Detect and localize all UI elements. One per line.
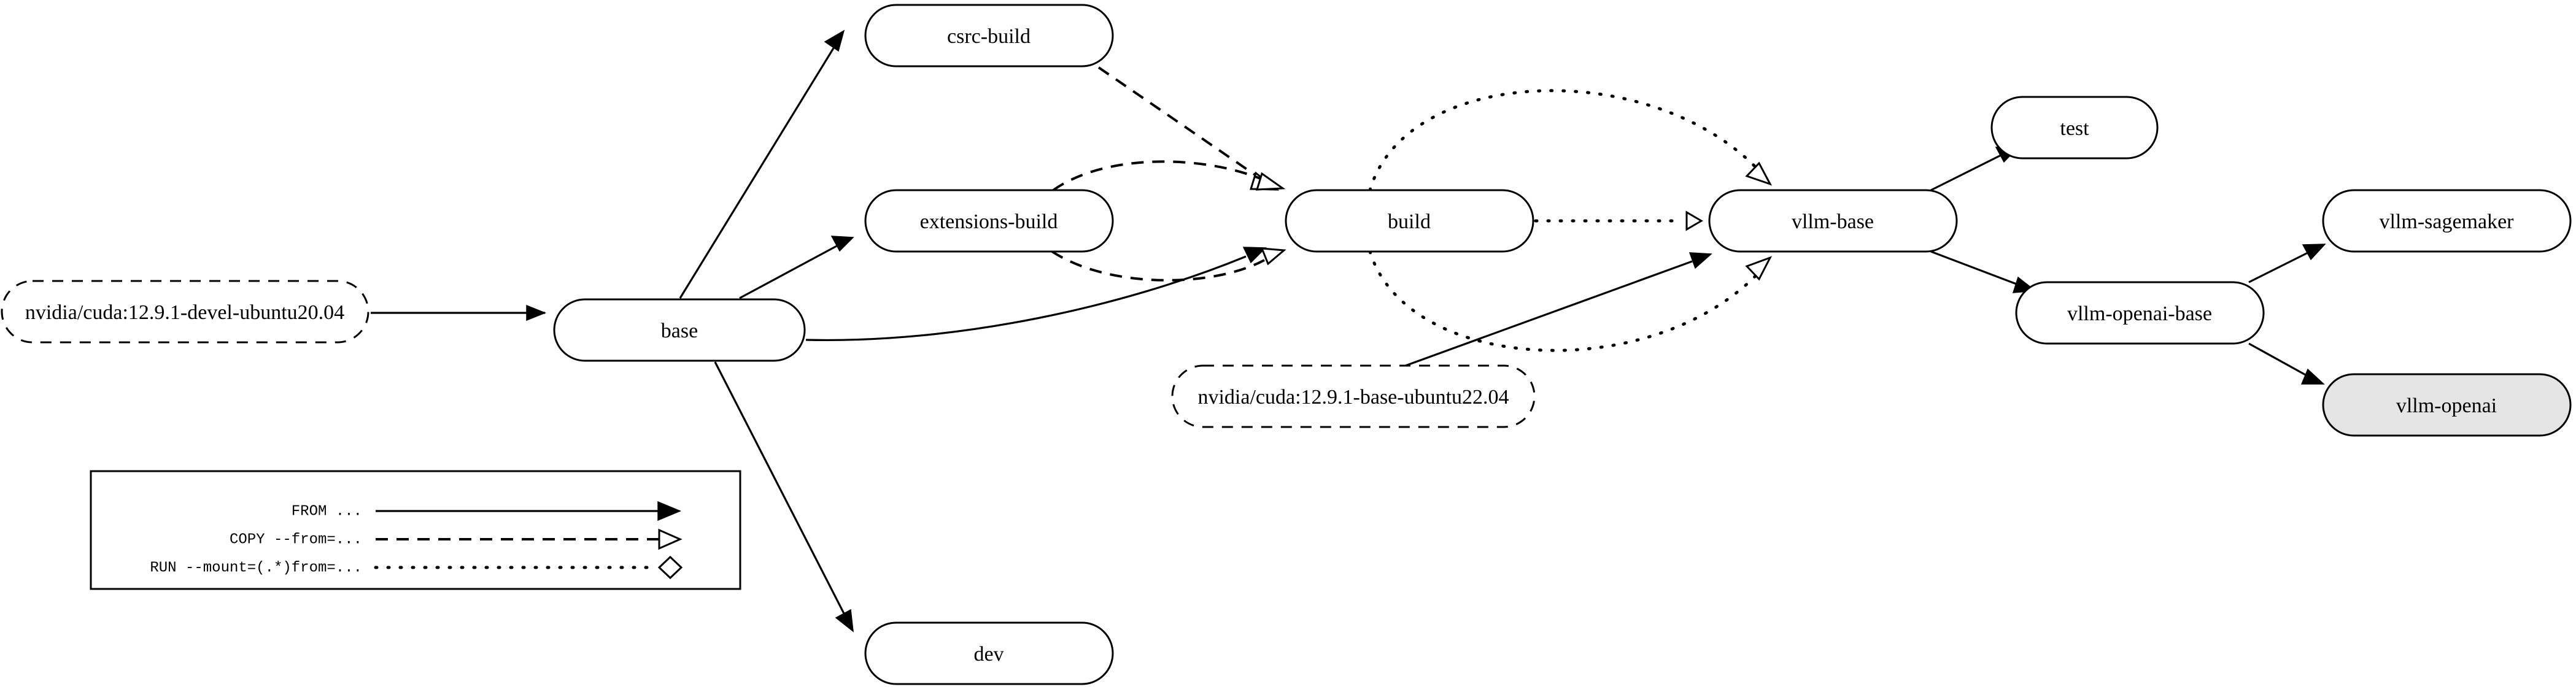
node-vllm-openai[interactable]: vllm-openai (2322, 373, 2572, 437)
edge-cuda-devel-to-base[interactable] (371, 304, 547, 321)
edge-extensions-build-to-build-top[interactable] (1052, 160, 1286, 191)
node-cuda-base-label: nvidia/cuda:12.9.1-base-ubuntu22.04 (1197, 386, 1509, 409)
legend-run-diamondhead-icon (657, 555, 683, 580)
node-dev[interactable]: dev (864, 621, 1114, 685)
legend-from-arrowhead-icon (657, 501, 681, 521)
node-csrc-build-label: csrc-build (947, 25, 1031, 48)
node-vllm-base-label: vllm-base (1792, 210, 1874, 233)
node-build[interactable]: build (1285, 189, 1534, 253)
node-vllm-openai-label: vllm-openai (2396, 394, 2497, 417)
legend: FROM ... COPY --from=... RUN --mount=(.*… (90, 470, 741, 590)
node-vllm-base[interactable]: vllm-base (1708, 189, 1958, 253)
node-cuda-devel-label: nvidia/cuda:12.9.1-devel-ubuntu20.04 (25, 301, 344, 324)
node-vllm-sagemaker-label: vllm-sagemaker (2379, 210, 2514, 233)
edges-layer (371, 29, 2326, 632)
edge-vllm-base-to-openai-base[interactable] (1930, 250, 2036, 293)
edge-extensions-build-to-build-bot[interactable] (1051, 247, 1286, 282)
edge-base-to-build[interactable] (805, 247, 1267, 341)
node-dev-label: dev (973, 643, 1004, 666)
edge-build-to-vllm-base-bot[interactable] (1368, 250, 1773, 352)
legend-from-label: FROM ... (292, 503, 362, 520)
node-base[interactable]: base (553, 298, 806, 362)
nodes-layer: nvidia/cuda:12.9.1-devel-ubuntu20.04 bas… (1, 4, 2572, 685)
legend-copy-label: COPY --from=... (230, 531, 362, 548)
legend-run-label: RUN --mount=(.*)from=... (150, 559, 362, 576)
node-test-label: test (2060, 117, 2089, 140)
node-build-label: build (1388, 210, 1431, 233)
node-vllm-sagemaker[interactable]: vllm-sagemaker (2322, 189, 2572, 253)
legend-entry-run: RUN --mount=(.*)from=... (150, 555, 683, 580)
node-extensions-build[interactable]: extensions-build (864, 189, 1114, 253)
edge-base-to-dev[interactable] (714, 361, 854, 632)
node-cuda-devel[interactable]: nvidia/cuda:12.9.1-devel-ubuntu20.04 (1, 280, 369, 344)
node-extensions-build-label: extensions-build (920, 210, 1058, 233)
edge-base-to-csrc-build[interactable] (679, 29, 845, 299)
node-base-label: base (661, 320, 698, 342)
node-csrc-build[interactable]: csrc-build (864, 4, 1114, 67)
edge-csrc-build-to-build[interactable] (1097, 66, 1280, 191)
legend-entry-copy: COPY --from=... (230, 528, 683, 550)
edge-openai-base-to-sagemaker[interactable] (2248, 244, 2326, 283)
edge-build-to-vllm-base-top[interactable] (1368, 89, 1773, 192)
node-cuda-base[interactable]: nvidia/cuda:12.9.1-base-ubuntu22.04 (1171, 364, 1536, 428)
node-vllm-openai-base-label: vllm-openai-base (2067, 302, 2212, 325)
edge-base-to-extensions-build[interactable] (739, 236, 854, 299)
edge-build-to-vllm-base-mid[interactable] (1534, 210, 1703, 231)
legend-entry-from: FROM ... (292, 501, 681, 521)
node-vllm-openai-base[interactable]: vllm-openai-base (2015, 281, 2265, 345)
legend-copy-arrowhead-icon (658, 528, 683, 550)
edge-openai-base-to-openai[interactable] (2248, 342, 2325, 385)
edge-cuda-base-to-vllm-base[interactable] (1405, 252, 1712, 367)
node-test[interactable]: test (1990, 96, 2159, 160)
legend-border (90, 470, 741, 590)
